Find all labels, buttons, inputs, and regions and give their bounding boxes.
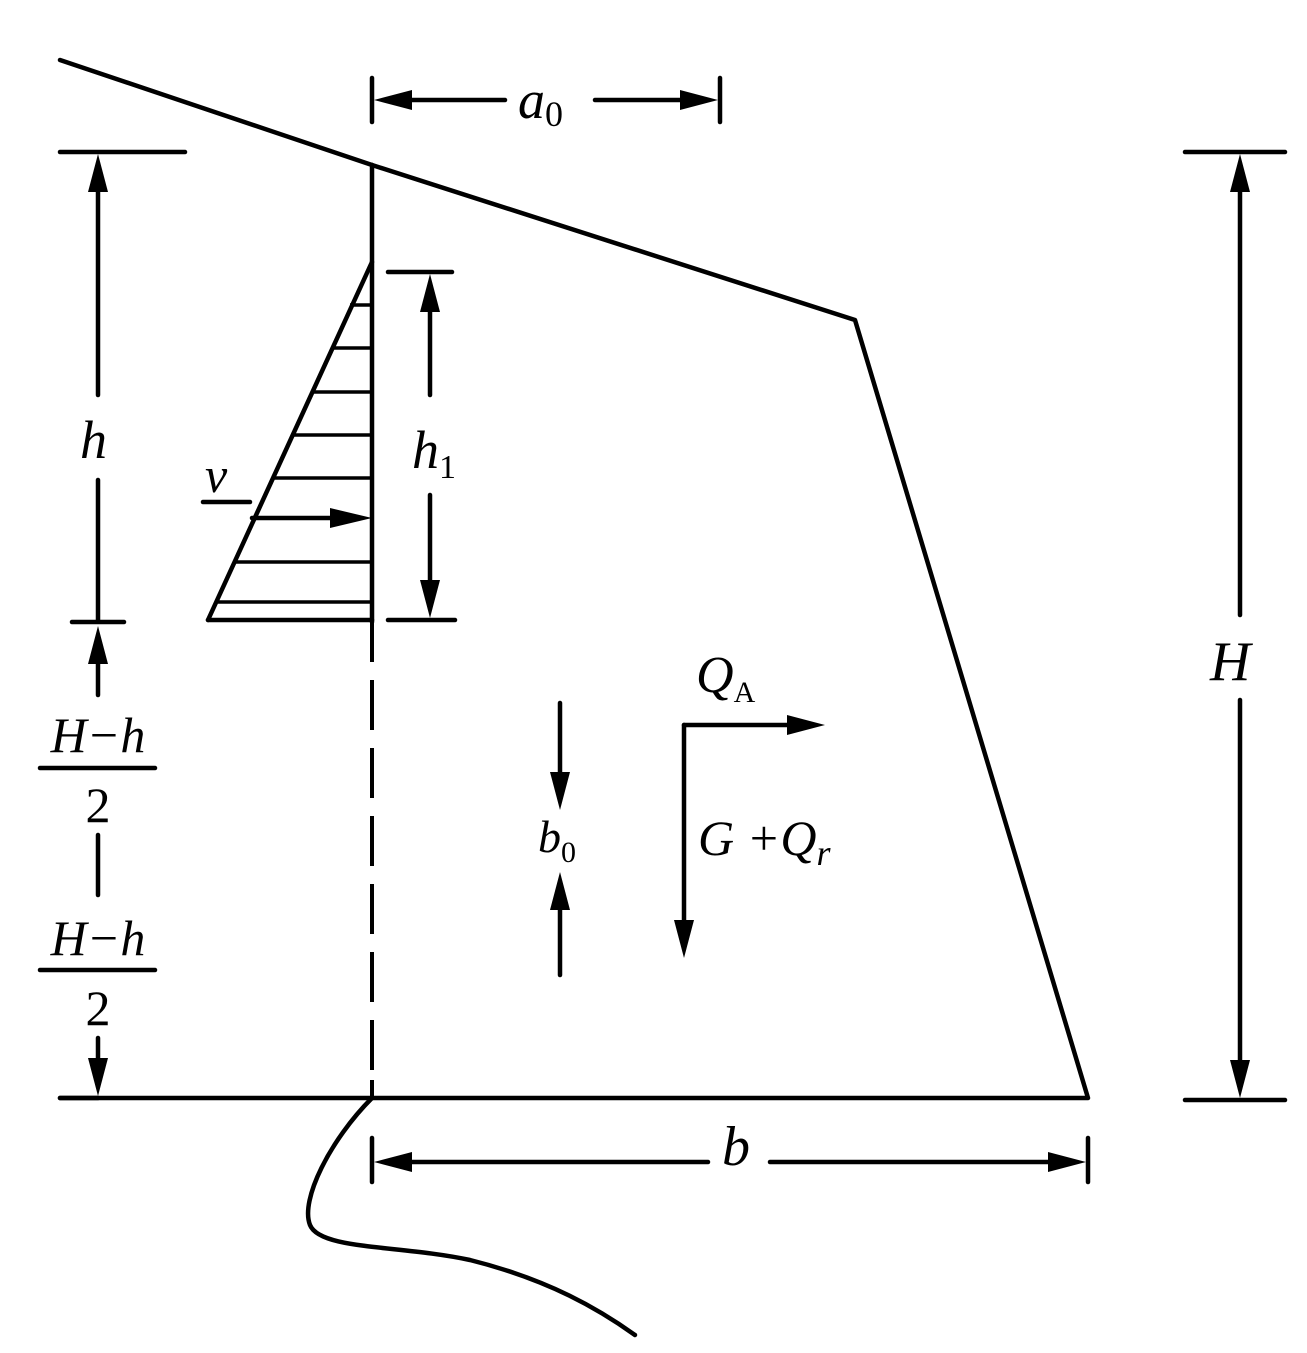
fraction-lower: H−h 2 — [37, 910, 158, 1036]
fraction-upper: H−h 2 — [37, 707, 158, 833]
H-dimension — [1182, 149, 1288, 1103]
G-Qr-force-arrow — [674, 722, 694, 958]
earth-pressure-triangle — [205, 259, 375, 623]
half-remaining-dimension — [57, 626, 108, 1101]
foundation-soil-curve — [305, 1095, 638, 1338]
h1-label: h1 — [412, 420, 456, 486]
G-Qr-label: G +Qr — [698, 810, 831, 873]
pressure-arrow — [249, 508, 372, 528]
a0-label: a0 — [518, 70, 563, 134]
a0-dimension — [369, 75, 723, 125]
svg-text:H−h: H−h — [50, 707, 146, 763]
b0-dimension — [550, 700, 570, 978]
h-label: h — [80, 410, 107, 470]
b0-label: b0 — [538, 811, 576, 869]
H-label: H — [1209, 631, 1253, 693]
h-dimension — [57, 149, 188, 625]
b-label: b — [722, 1116, 750, 1178]
v-label: v — [205, 447, 228, 503]
wall-outline — [369, 162, 1091, 1101]
svg-text:2: 2 — [86, 777, 111, 833]
backfill-surface-line — [57, 57, 375, 168]
QA-label: QA — [696, 647, 756, 709]
svg-text:2: 2 — [86, 980, 111, 1036]
h1-dimension — [385, 269, 458, 623]
b-dimension — [369, 1135, 1091, 1185]
svg-text:H−h: H−h — [50, 910, 146, 966]
QA-force-arrow — [681, 715, 825, 735]
